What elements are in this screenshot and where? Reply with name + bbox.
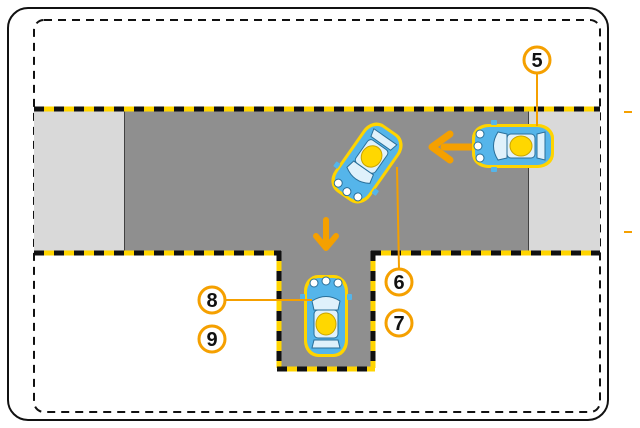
label-9: 9 bbox=[197, 324, 227, 354]
svg-text:6: 6 bbox=[393, 272, 404, 294]
svg-text:8: 8 bbox=[206, 290, 217, 312]
svg-text:5: 5 bbox=[531, 50, 542, 72]
outer-frame bbox=[7, 7, 609, 421]
label-8: 8 bbox=[197, 285, 227, 315]
label-6: 6 bbox=[384, 267, 414, 297]
label-5: 5 bbox=[522, 45, 552, 75]
leader-line-6 bbox=[396, 166, 400, 269]
label-7: 7 bbox=[384, 308, 414, 338]
svg-text:9: 9 bbox=[206, 329, 217, 351]
arrow-down-icon bbox=[313, 217, 339, 251]
car-right bbox=[471, 119, 555, 173]
sidewalk-left bbox=[34, 110, 125, 252]
car-parked bbox=[299, 274, 353, 358]
svg-text:7: 7 bbox=[393, 313, 404, 335]
